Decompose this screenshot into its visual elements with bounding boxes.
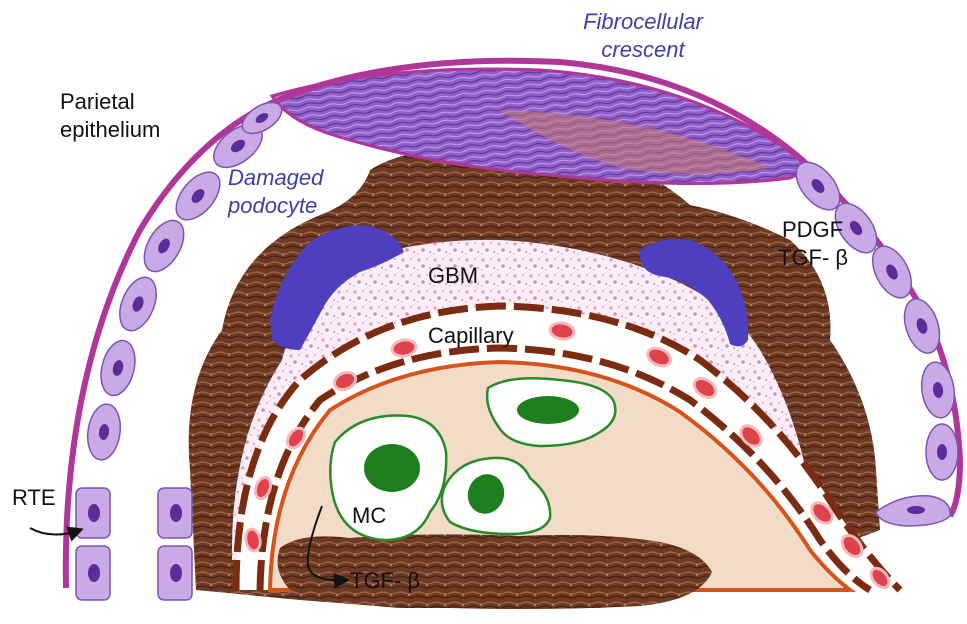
mc-nucleus — [517, 396, 579, 424]
label-fibrocellular-crescent: Fibrocellular crescent — [568, 8, 718, 64]
rte-arrow — [30, 528, 80, 535]
label-pdgf: PDGF — [782, 216, 843, 244]
label-tgf-beta-bottom: TGF- β — [350, 567, 420, 595]
mc-nucleus — [364, 444, 420, 492]
label-damaged-podocyte: Damaged podocyte — [228, 164, 358, 220]
label-rte: RTE — [12, 484, 56, 512]
rte-cells-right — [158, 488, 192, 600]
label-parietal-epithelium: Parietal epithelium — [60, 88, 190, 144]
label-capillary: Capillary — [428, 322, 514, 350]
rte-cells-left — [76, 488, 110, 600]
fibrosis-bottom — [278, 534, 712, 609]
label-tgf-beta-top: TGF- β — [778, 244, 848, 272]
label-mc: MC — [352, 502, 386, 530]
mesangial-cell — [487, 378, 615, 446]
label-gbm: GBM — [428, 262, 478, 290]
